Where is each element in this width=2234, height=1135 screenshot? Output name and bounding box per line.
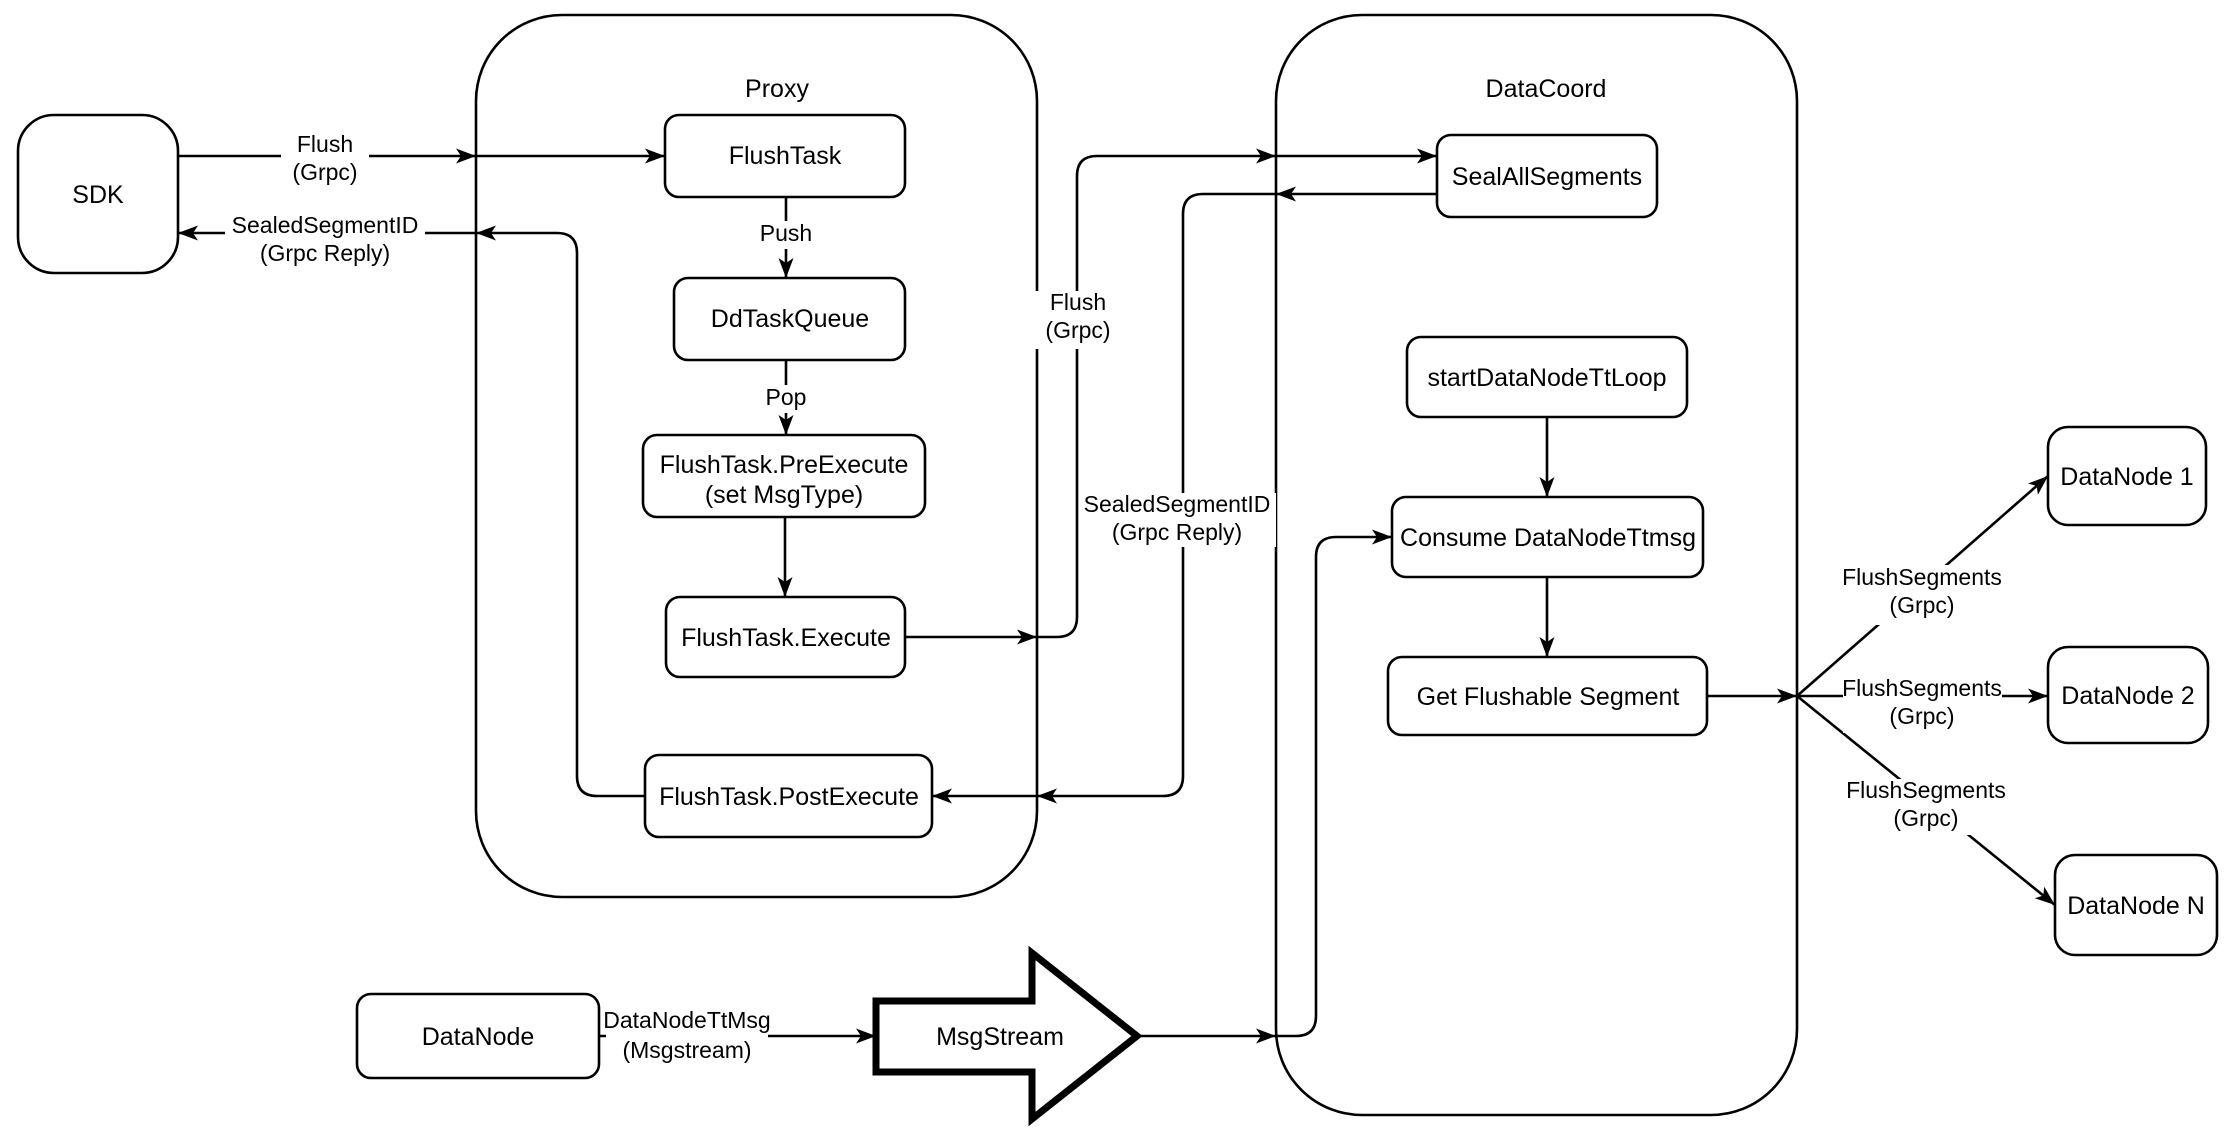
label-bg bbox=[1843, 565, 2002, 625]
label-bg bbox=[225, 214, 425, 266]
edge-label-line1: Flush bbox=[297, 131, 353, 157]
edge-label-line2: (Grpc) bbox=[1889, 703, 1954, 729]
edge-label-sealedsegmentid-mid: SealedSegmentID (Grpc Reply) bbox=[1079, 491, 1276, 547]
msgstream-block-arrow bbox=[872, 945, 1143, 1127]
edge-label-line1: Flush bbox=[1050, 289, 1106, 315]
label-bg bbox=[1843, 677, 2002, 733]
edge-label-line1: Push bbox=[760, 220, 812, 246]
node-consumedatanodettmsg: Consume DataNodeTtmsg bbox=[1390, 495, 1705, 579]
edge-label-pop: Pop bbox=[758, 384, 815, 413]
datacoord-container bbox=[1274, 13, 1799, 1117]
edge-label-line1: FlushSegments bbox=[1842, 564, 2002, 590]
edge-label-sealedsegmentid-sdk: SealedSegmentID (Grpc Reply) bbox=[225, 212, 425, 266]
edge-datacoord-to-consume bbox=[1276, 529, 1392, 1038]
node-sdk: SDK bbox=[16, 113, 180, 275]
label-bg bbox=[1079, 493, 1276, 547]
node-box bbox=[1435, 133, 1659, 219]
node-execute: FlushTask.Execute bbox=[664, 595, 907, 679]
proxy-title: Proxy bbox=[745, 75, 809, 103]
node-label: MsgStream bbox=[936, 1023, 1064, 1051]
node-label: DataNode bbox=[422, 1023, 535, 1051]
node-label: DataNode N bbox=[2067, 892, 2205, 920]
edge-label-line2: (Grpc Reply) bbox=[1112, 519, 1242, 545]
node-startdatanodettloop: startDataNodeTtLoop bbox=[1405, 335, 1689, 419]
node-label: DataNode 1 bbox=[2060, 463, 2193, 491]
node-label-line2: (set MsgType) bbox=[705, 481, 863, 509]
edge-label-flushsegments-1: FlushSegments (Grpc) bbox=[1842, 564, 2002, 625]
edge-proxy-to-datacoord-flush bbox=[1037, 148, 1276, 639]
node-box bbox=[16, 113, 180, 275]
edge-label-line2: (Grpc Reply) bbox=[260, 240, 390, 266]
edge-label-line1: FlushSegments bbox=[1842, 675, 2002, 701]
edge-label-datanodettmsg: DataNodeTtMsg (Msgstream) bbox=[603, 1007, 771, 1066]
datacoord-title: DataCoord bbox=[1486, 75, 1607, 103]
edge-label-flush-grpc-sdk: Flush (Grpc) bbox=[281, 131, 369, 189]
node-label: SealAllSegments bbox=[1452, 163, 1642, 191]
node-label: FlushTask.PostExecute bbox=[659, 783, 919, 811]
node-label: startDataNodeTtLoop bbox=[1427, 364, 1666, 392]
node-label: DataNode 2 bbox=[2061, 682, 2194, 710]
node-getflushablesegment: Get Flushable Segment bbox=[1386, 655, 1709, 737]
node-datanode1: DataNode 1 bbox=[2046, 425, 2208, 527]
node-box bbox=[1405, 335, 1689, 419]
edge-postexecute-to-proxy-edge bbox=[476, 225, 645, 798]
node-label: FlushTask bbox=[729, 142, 842, 170]
edge-label-flush-grpc-mid: Flush (Grpc) bbox=[1035, 289, 1121, 349]
node-box bbox=[2053, 853, 2219, 957]
node-datanode2: DataNode 2 bbox=[2046, 645, 2210, 745]
label-bg bbox=[1035, 291, 1121, 349]
node-label-line1: FlushTask.PreExecute bbox=[660, 451, 909, 479]
node-preexecute: FlushTask.PreExecute (set MsgType) bbox=[641, 433, 927, 519]
node-postexecute: FlushTask.PostExecute bbox=[643, 753, 934, 839]
node-box bbox=[1386, 655, 1709, 737]
node-label: SDK bbox=[72, 181, 124, 209]
label-bg bbox=[281, 133, 369, 189]
node-box bbox=[641, 433, 927, 519]
node-box bbox=[1390, 495, 1705, 579]
edge-label-line2: (Msgstream) bbox=[622, 1037, 751, 1063]
edge-label-push: Push bbox=[753, 220, 819, 249]
node-box bbox=[663, 113, 907, 199]
label-bg bbox=[753, 221, 819, 249]
edge-label-line1: SealedSegmentID bbox=[1084, 491, 1271, 517]
node-flushtask: FlushTask bbox=[663, 113, 907, 199]
edge-label-line1: SealedSegmentID bbox=[232, 212, 419, 238]
edge-label-line2: (Grpc) bbox=[1045, 317, 1110, 343]
node-box bbox=[664, 595, 907, 679]
node-label: Consume DataNodeTtmsg bbox=[1400, 524, 1696, 552]
proxy-container bbox=[474, 13, 1039, 899]
edge-label-flushsegments-3: FlushSegments (Grpc) bbox=[1846, 777, 2006, 835]
label-bg bbox=[606, 1008, 768, 1066]
node-label: Get Flushable Segment bbox=[1417, 683, 1680, 711]
node-box bbox=[2046, 425, 2208, 527]
node-box bbox=[643, 753, 934, 839]
edge-label-line2: (Grpc) bbox=[292, 159, 357, 185]
node-box bbox=[2046, 645, 2210, 745]
edge-label-flushsegments-2: FlushSegments (Grpc) bbox=[1842, 675, 2002, 733]
node-sealallsegments: SealAllSegments bbox=[1435, 133, 1659, 219]
node-box bbox=[672, 276, 907, 362]
node-datanoden: DataNode N bbox=[2053, 853, 2219, 957]
node-label: DdTaskQueue bbox=[711, 305, 869, 333]
node-datanode: DataNode bbox=[355, 992, 601, 1080]
edge-label-line1: Pop bbox=[766, 384, 807, 410]
node-label: FlushTask.Execute bbox=[681, 624, 891, 652]
node-box bbox=[355, 992, 601, 1080]
edge-label-line2: (Grpc) bbox=[1893, 805, 1958, 831]
label-bg bbox=[1847, 779, 2006, 835]
edge-label-line1: DataNodeTtMsg bbox=[603, 1007, 770, 1033]
node-msgstream: MsgStream bbox=[872, 945, 1143, 1127]
node-ddtaskqueue: DdTaskQueue bbox=[672, 276, 907, 362]
label-bg bbox=[758, 385, 815, 413]
edge-label-line2: (Grpc) bbox=[1889, 592, 1954, 618]
edge-label-line1: FlushSegments bbox=[1846, 777, 2006, 803]
